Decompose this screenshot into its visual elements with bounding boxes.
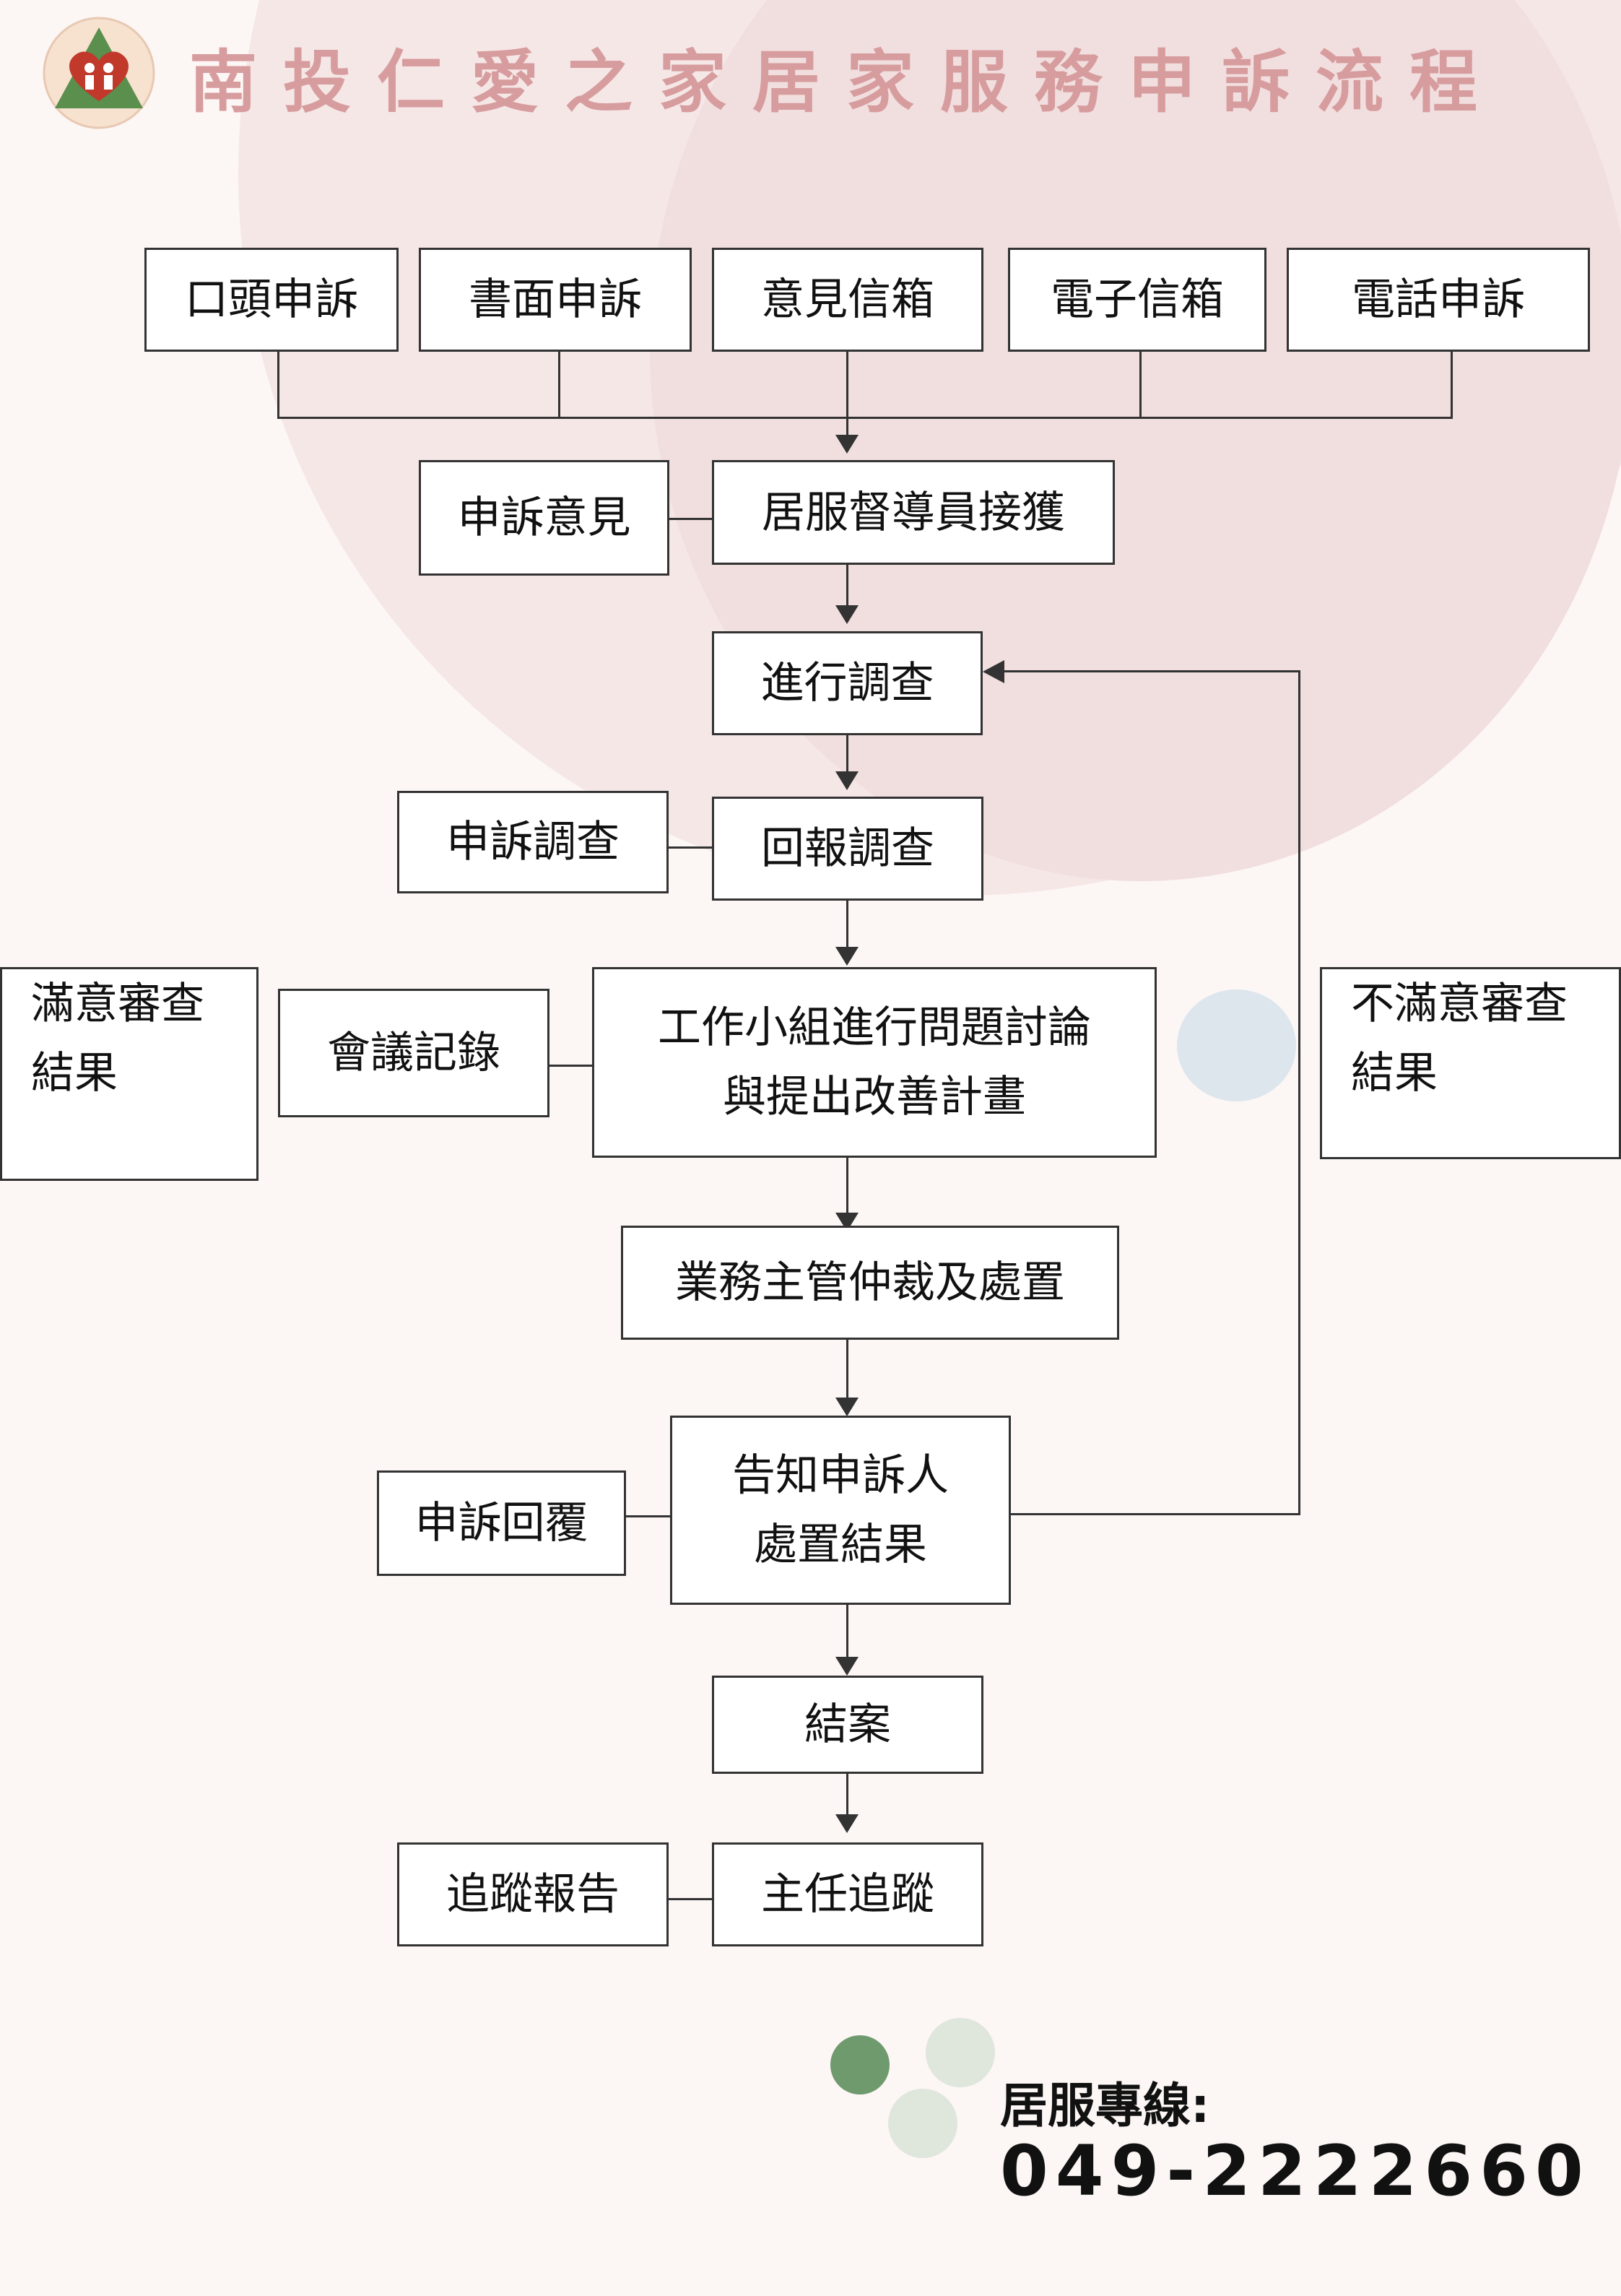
- supervisor-receives-box: 居服督導員接獲: [712, 460, 1115, 565]
- channel-phone: 電話申訴: [1287, 248, 1590, 352]
- arrow-down: [835, 1657, 859, 1676]
- connector: [277, 352, 279, 418]
- arrow-down: [835, 1814, 859, 1833]
- notify-line-1: 告知申訴人: [732, 1450, 949, 1501]
- organization-logo: [43, 17, 155, 129]
- investigate-box: 進行調查: [712, 631, 983, 735]
- director-follow-up-box: 主任追蹤: [712, 1842, 983, 1946]
- connector: [626, 1515, 671, 1517]
- unsatisfied-review-box: 不滿意審查 結果: [1320, 967, 1621, 1159]
- connector: [669, 846, 712, 849]
- connector: [558, 352, 560, 418]
- arrow-down: [835, 435, 859, 454]
- arrow-left: [983, 660, 1004, 683]
- connector: [846, 1774, 848, 1814]
- discussion-line-2: 與提出改善計畫: [723, 1072, 1026, 1122]
- report-investigation-box: 回報調查: [712, 797, 983, 901]
- unsatisfied-line-2: 結果: [1351, 1048, 1438, 1099]
- decor-dot: [830, 2035, 890, 2094]
- discussion-line-1: 工作小組進行問題討論: [658, 1002, 1091, 1053]
- complaint-reply-box: 申訴回覆: [377, 1470, 626, 1576]
- unsatisfied-line-1: 不滿意審查: [1351, 979, 1568, 1029]
- arrow-down: [835, 605, 859, 624]
- connector: [846, 1158, 848, 1213]
- satisfied-review-box: 滿意審查 結果: [0, 967, 258, 1181]
- complaint-investigation-box: 申訴調查: [397, 791, 669, 893]
- hotline-number: 049-2222660: [1000, 2131, 1591, 2211]
- connector: [277, 417, 1453, 419]
- connector: [549, 1065, 593, 1067]
- tracking-report-box: 追蹤報告: [397, 1842, 669, 1946]
- feedback-loop-line: [1011, 1513, 1300, 1515]
- decor-dot: [1177, 989, 1296, 1101]
- case-closed-box: 結案: [712, 1676, 983, 1774]
- connector: [846, 901, 848, 947]
- arrow-down: [835, 947, 859, 966]
- notify-complainant-box: 告知申訴人 處置結果: [670, 1416, 1011, 1605]
- connector: [669, 1898, 712, 1900]
- connector: [846, 352, 848, 436]
- satisfied-line-1: 滿意審查: [31, 979, 204, 1029]
- connector: [1139, 352, 1142, 418]
- connector: [846, 735, 848, 771]
- manager-arbitration-box: 業務主管仲裁及處置: [621, 1226, 1119, 1340]
- channel-oral: 口頭申訴: [144, 248, 399, 352]
- feedback-loop-line: [1298, 670, 1300, 1515]
- decor-dot: [888, 2089, 957, 2158]
- connector: [669, 518, 713, 520]
- meeting-record-box: 會議記錄: [278, 989, 549, 1117]
- complaint-opinion-box: 申訴意見: [419, 460, 669, 576]
- decor-dot: [926, 2018, 995, 2087]
- notify-line-2: 處置結果: [754, 1520, 927, 1570]
- connector: [846, 1605, 848, 1673]
- arrow-down: [835, 1398, 859, 1416]
- workgroup-discussion-box: 工作小組進行問題討論 與提出改善計畫: [592, 967, 1157, 1158]
- arrow-down: [835, 771, 859, 790]
- connector: [1004, 670, 1300, 672]
- channel-email: 電子信箱: [1008, 248, 1266, 352]
- page-title: 南投仁愛之家居家服務申訴流程: [189, 43, 1504, 122]
- connector: [846, 565, 848, 605]
- connector: [1451, 352, 1453, 418]
- hotline-label: 居服專線:: [1000, 2078, 1210, 2133]
- channel-written: 書面申訴: [419, 248, 692, 352]
- channel-suggestion-box: 意見信箱: [712, 248, 983, 352]
- satisfied-line-2: 結果: [31, 1048, 118, 1099]
- connector: [846, 1340, 848, 1411]
